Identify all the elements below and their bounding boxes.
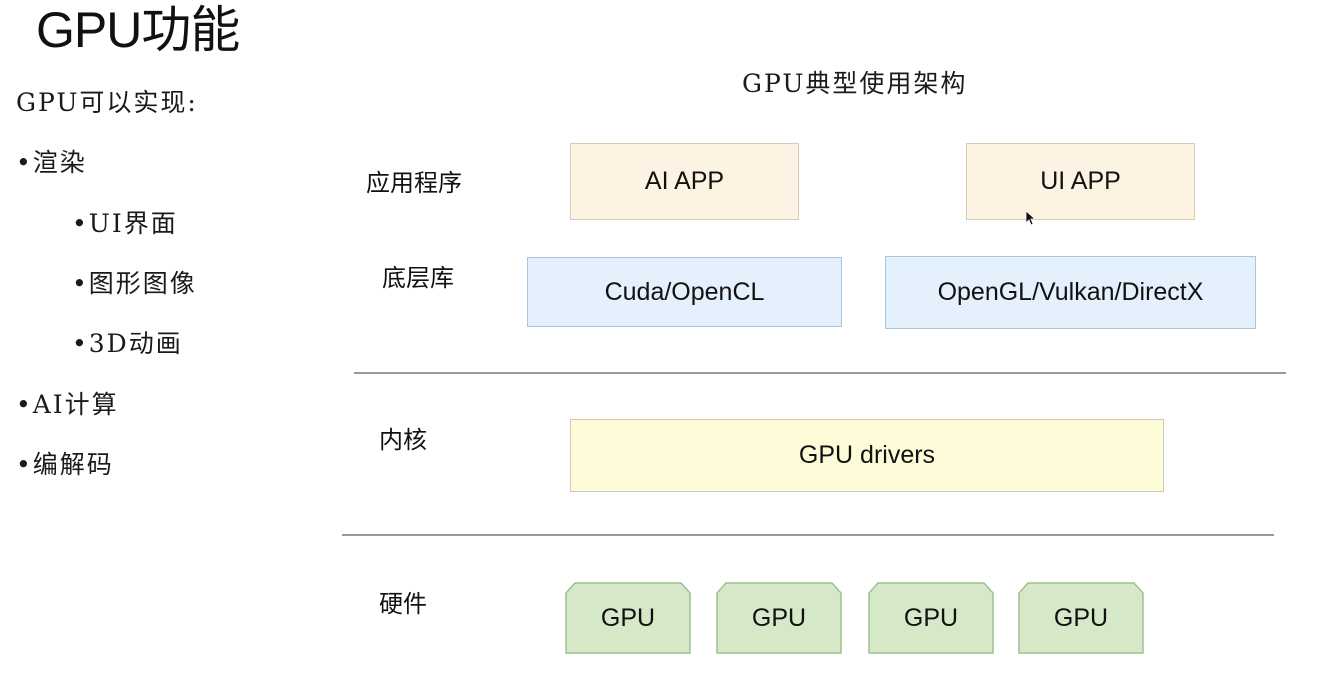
layer-label-kernel: 内核	[379, 426, 427, 454]
mouse-pointer-icon	[1025, 210, 1037, 231]
gpu-chip-shape	[565, 582, 691, 654]
gpu-chip-shape	[868, 582, 994, 654]
gpu-chip: GPU	[868, 582, 994, 654]
box-ai-app-label: AI APP	[644, 167, 725, 195]
feature-item-ai-compute: •AI计算	[16, 390, 119, 419]
gpu-chip: GPU	[716, 582, 842, 654]
box-gpu-drivers: GPU drivers	[570, 419, 1164, 492]
gpu-chip: GPU	[1018, 582, 1144, 654]
layer-label-hardware: 硬件	[379, 590, 427, 618]
box-cuda-opencl: Cuda/OpenCL	[527, 257, 842, 327]
feature-item-rendering: •渲染	[16, 148, 87, 177]
divider-kernel-hardware	[342, 534, 1274, 536]
box-opengl-vulkan-directx-label: OpenGL/Vulkan/DirectX	[937, 278, 1204, 306]
gpu-chip-shape	[716, 582, 842, 654]
gpu-chip-label: GPU	[751, 603, 807, 632]
page-title: GPU功能	[36, 2, 240, 58]
gpu-chip-label: GPU	[903, 603, 959, 632]
layer-label-library: 底层库	[382, 264, 454, 292]
box-cuda-opencl-label: Cuda/OpenCL	[604, 277, 765, 306]
box-ai-app: AI APP	[570, 143, 799, 220]
feature-item-graphics: •图形图像	[72, 269, 197, 298]
box-ui-app: UI APP	[966, 143, 1195, 220]
gpu-chip: GPU	[565, 582, 691, 654]
gpu-chip-shape	[1018, 582, 1144, 654]
intro-text: GPU可以实现:	[16, 88, 198, 117]
box-ui-app-label: UI APP	[1040, 167, 1121, 195]
layer-label-application: 应用程序	[366, 169, 462, 197]
gpu-chip-label: GPU	[1053, 603, 1109, 632]
feature-item-codec: •编解码	[16, 450, 114, 479]
diagram-title: GPU典型使用架构	[742, 69, 968, 98]
gpu-chip-label: GPU	[600, 603, 656, 632]
box-gpu-drivers-label: GPU drivers	[798, 441, 936, 469]
box-opengl-vulkan-directx: OpenGL/Vulkan/DirectX	[885, 256, 1256, 329]
divider-user-kernel	[354, 372, 1286, 374]
feature-item-ui: •UI界面	[72, 209, 178, 238]
feature-item-3d-animation: •3D动画	[72, 329, 183, 358]
